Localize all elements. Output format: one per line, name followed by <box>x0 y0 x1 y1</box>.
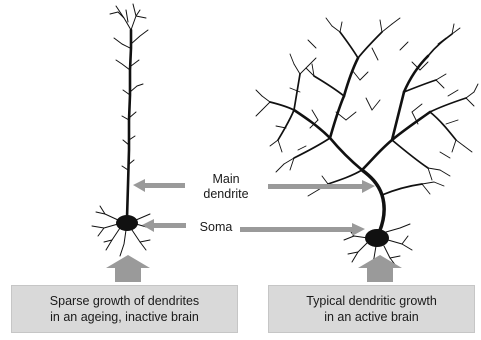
caption-sparse-growth: Sparse growth of dendrites in an ageing,… <box>11 285 238 333</box>
left-soma <box>116 215 138 231</box>
arrow-up-left-caption <box>106 255 150 282</box>
soma-label: Soma <box>196 220 236 235</box>
caption-typical-growth: Typical dendritic growth in an active br… <box>268 285 475 333</box>
arrow-up-right-caption <box>358 255 402 282</box>
right-soma <box>365 229 389 247</box>
dense-neuron <box>256 18 478 270</box>
arrow-right-main-dendrite <box>268 180 375 193</box>
arrow-left-main-dendrite <box>133 179 185 192</box>
main-dendrite-label: Main dendrite <box>192 172 260 202</box>
arrow-right-soma <box>240 223 365 236</box>
left-main-dendrite <box>127 30 131 218</box>
right-main-dendrite <box>362 170 384 235</box>
arrow-left-soma <box>142 219 186 232</box>
